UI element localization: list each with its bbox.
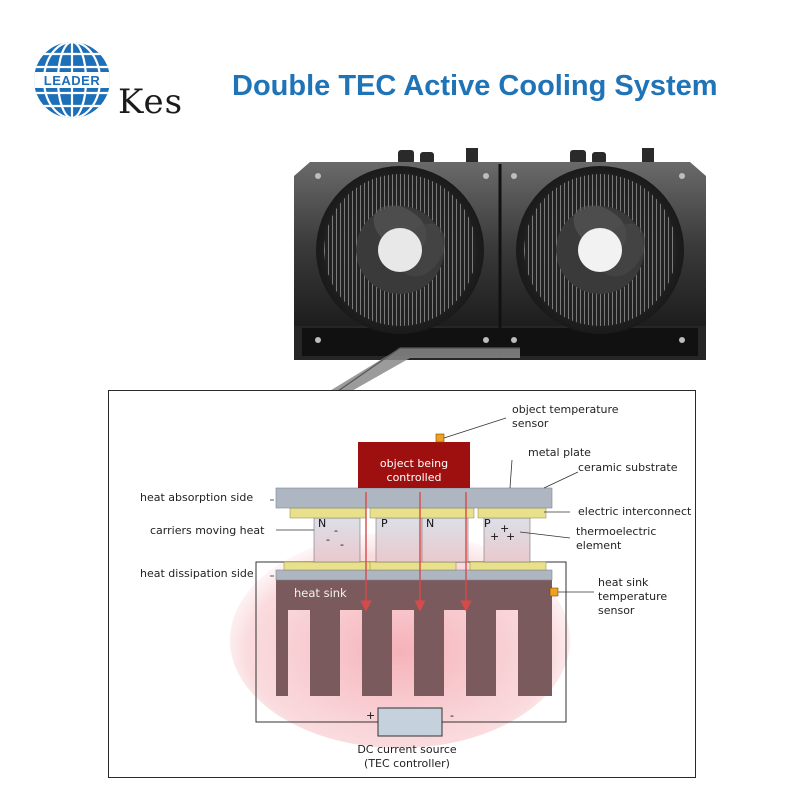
carrier-plus-icon: + (506, 530, 516, 543)
carrier-minus-icon: - (334, 524, 338, 537)
label-dc-current-source: DC current source (TEC controller) (357, 743, 457, 770)
label-carriers-moving-heat: carriers moving heat (150, 524, 265, 537)
label-object-being-controlled: object being controlled (379, 457, 449, 484)
top-ceramic-substrate (275, 487, 553, 509)
object-being-controlled (358, 442, 470, 488)
logo-text: LEADER (44, 73, 101, 88)
thermoelectric-elements (313, 517, 531, 563)
page-title: Double TEC Active Cooling System (232, 70, 718, 102)
label-thermoelectric-element: thermoelectric element (576, 525, 657, 552)
label-plus-terminal: + (366, 709, 376, 722)
carrier-minus-icon: - (326, 533, 330, 546)
object-temperature-sensor (435, 433, 445, 443)
dual-fan-tec-cooler-icon (294, 148, 706, 399)
bottom-ceramic-substrate (275, 569, 553, 581)
label-n-type-2: N (426, 517, 435, 530)
brand-name: Kes (118, 82, 184, 122)
carrier-minus-icon: - (340, 538, 344, 551)
carrier-plus-icon: + (500, 522, 510, 535)
leader-globe-logo-icon: LEADER (34, 42, 110, 118)
label-electric-interconnect: electric interconnect (578, 505, 692, 518)
label-minus-terminal: - (450, 709, 454, 722)
tec-schematic (230, 417, 594, 748)
label-p-type-2: P (484, 517, 491, 530)
heat-flow-arrows (360, 492, 472, 612)
label-object-temperature-sensor: object temperature sensor (512, 403, 619, 430)
heat-sink-sensor (549, 587, 559, 597)
label-p-type-1: P (381, 517, 388, 530)
heat-sink (276, 580, 552, 696)
label-ceramic-substrate: ceramic substrate (578, 461, 678, 474)
carrier-plus-icon: + (490, 530, 500, 543)
label-heat-dissipation-side: heat dissipation side (140, 567, 254, 580)
label-heat-sink: heat sink (294, 586, 347, 600)
dc-current-source (377, 707, 443, 737)
label-metal-plate: metal plate (528, 446, 591, 459)
label-n-type-1: N (318, 517, 327, 530)
label-heat-absorption-side: heat absorption side (140, 491, 254, 504)
label-heat-sink-temperature-sensor: heat sink temperature sensor (598, 576, 668, 617)
